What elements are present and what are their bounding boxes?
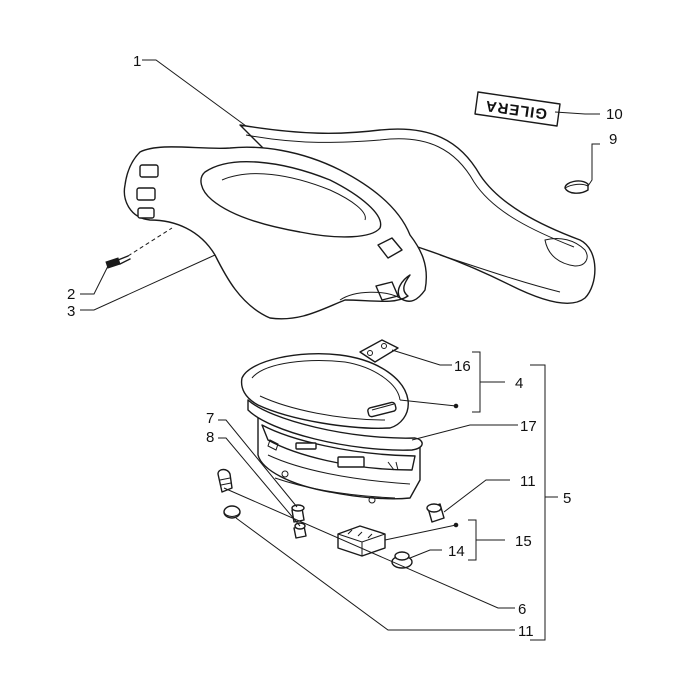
grommet-lower [223,505,241,519]
bulb-holder-8 [293,522,307,539]
callout-11-lower: 11 [518,623,534,640]
callout-14: 14 [448,543,465,560]
callout-4: 4 [515,375,523,392]
callout-16: 16 [454,358,471,375]
callout-17: 17 [520,418,537,435]
gilera-badge: GILERA [474,91,561,127]
callout-7: 7 [206,410,214,427]
grommet-upper [426,503,445,523]
screw-part [105,227,173,269]
bulb-part [217,468,233,493]
connector-block [337,525,386,557]
callout-9: 9 [609,131,617,148]
callout-labels: 1 10 9 2 3 16 4 7 17 8 11 5 15 14 6 11 [67,53,623,640]
callout-10: 10 [606,106,623,123]
callout-6: 6 [518,601,526,618]
handlebar-cover [123,124,596,320]
bracket-part [359,339,399,363]
callout-11-upper: 11 [520,473,536,490]
callout-5: 5 [563,490,571,507]
leader-lines [80,59,600,641]
callout-8: 8 [206,429,214,446]
callout-3: 3 [67,303,75,320]
callout-1: 1 [133,53,141,70]
plug-part [564,180,589,194]
callout-2: 2 [67,286,75,303]
callout-15: 15 [515,533,532,550]
instrument-cluster [240,353,423,504]
bulb-holder-7 [291,504,305,523]
